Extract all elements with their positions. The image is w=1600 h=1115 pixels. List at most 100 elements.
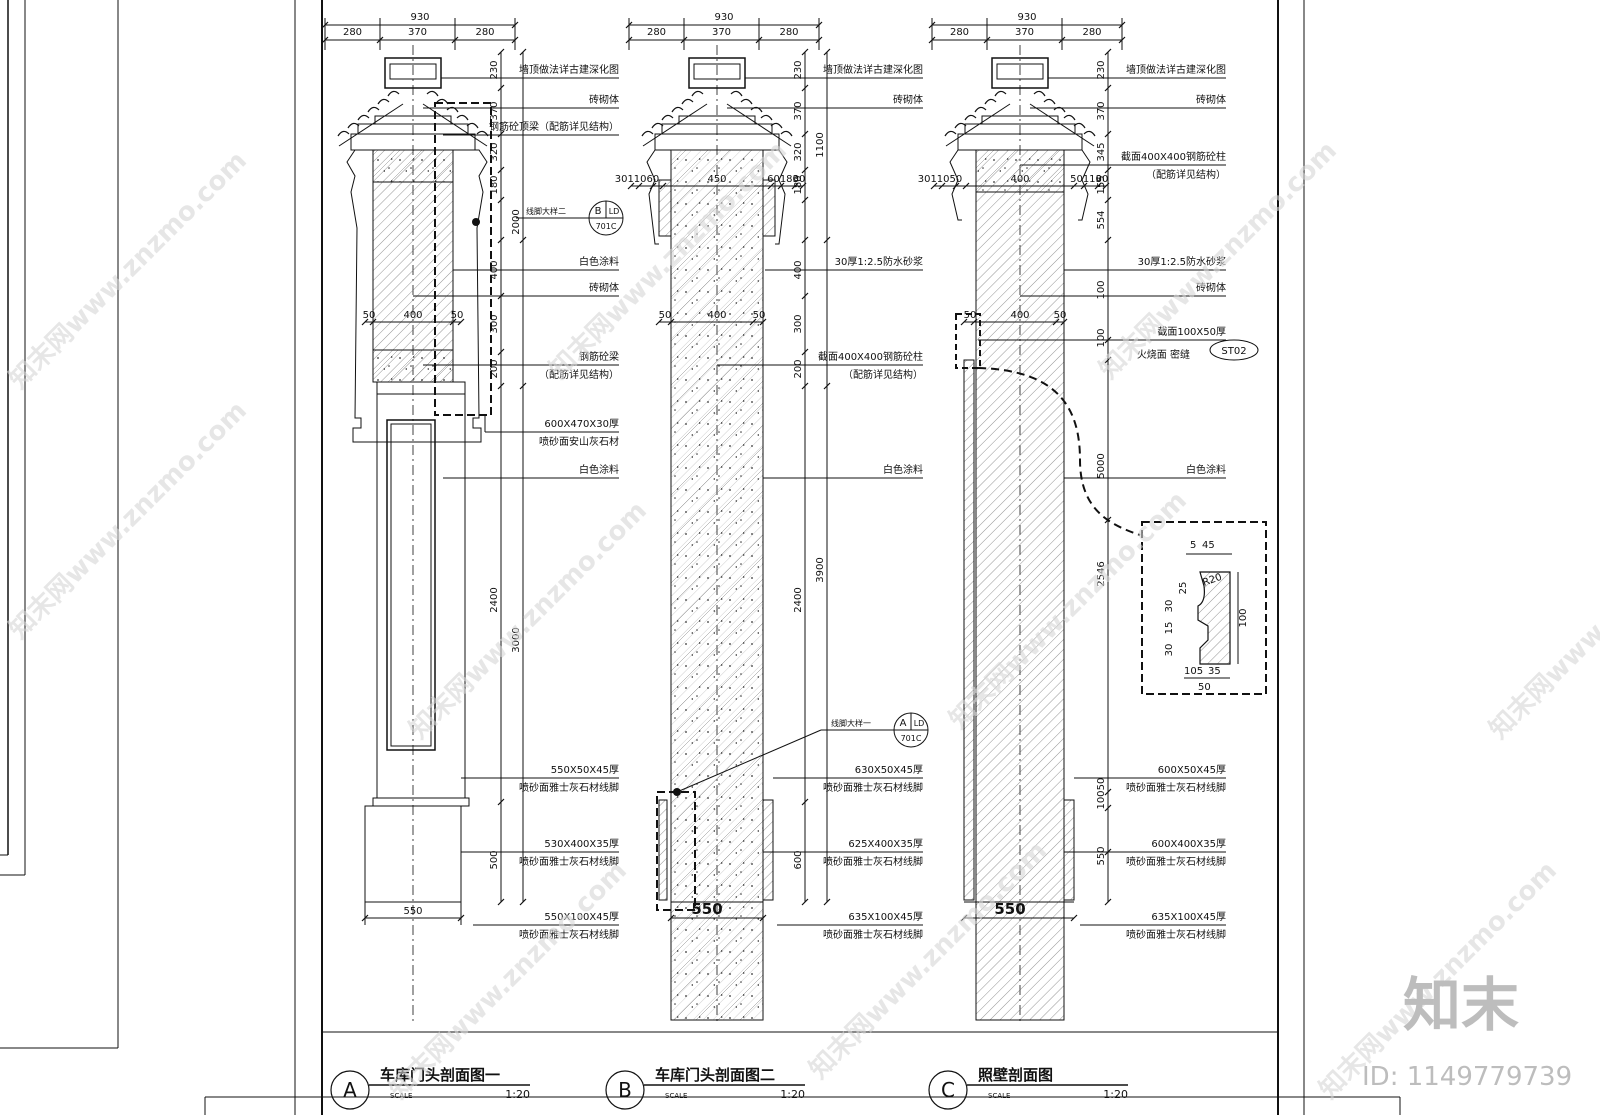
scale-label: SCALE bbox=[665, 1092, 687, 1100]
dim-tick bbox=[497, 84, 505, 92]
dim-tick bbox=[823, 236, 831, 244]
note-text: 截面100X50厚 bbox=[1157, 325, 1226, 338]
note-text: 喷砂面雅士灰石材线脚 bbox=[519, 928, 619, 941]
roof-tile bbox=[1073, 122, 1086, 129]
callout-code: LD bbox=[914, 719, 925, 728]
watermark-text: 知末网www.znzmo.com bbox=[1484, 496, 1600, 745]
base-band bbox=[376, 381, 466, 395]
dim-tick bbox=[938, 182, 946, 190]
dim-tick bbox=[801, 130, 809, 138]
dim-label: 100 bbox=[1096, 328, 1107, 347]
dim-tick bbox=[497, 166, 505, 174]
section-title: 车库门头剖面图二 bbox=[655, 1066, 775, 1084]
dim-label: 400 bbox=[1010, 174, 1029, 185]
dim-label: 500 bbox=[489, 850, 500, 869]
dim-label: 554 bbox=[1096, 210, 1107, 229]
roof-tile bbox=[691, 90, 704, 97]
detail-dim: 25 bbox=[1178, 582, 1189, 595]
dim-tick bbox=[659, 182, 667, 190]
dim-label: 400 bbox=[403, 310, 422, 321]
roof-tile bbox=[347, 122, 360, 129]
note-text: 墙顶做法详古建深化图 bbox=[1126, 63, 1226, 76]
dim-tick bbox=[655, 318, 663, 326]
detail-box bbox=[1141, 521, 1267, 695]
dim-label: 370 bbox=[793, 101, 804, 120]
dim-label: 180 bbox=[489, 175, 500, 194]
dim-label-total: 930 bbox=[1017, 12, 1036, 23]
title-letter: B bbox=[618, 1078, 632, 1102]
column-profile bbox=[346, 149, 488, 443]
note-text: 630X50X45厚 bbox=[855, 764, 923, 776]
brand-id: ID: 1149779739 bbox=[1362, 1062, 1572, 1092]
dim-label: 30 bbox=[1096, 174, 1109, 185]
dim-label: 50 bbox=[363, 310, 376, 321]
note-text: 635X100X45厚 bbox=[1151, 911, 1226, 923]
dim-tick bbox=[801, 292, 809, 300]
coping-box-inner bbox=[996, 63, 1044, 80]
callout-sheet: 701C bbox=[901, 734, 922, 743]
dim-label: 345 bbox=[1096, 142, 1107, 161]
note-text: 550X50X45厚 bbox=[551, 764, 619, 776]
note-text: 截面400X400钢筋砼柱 bbox=[1121, 150, 1226, 163]
dim-tick bbox=[1104, 804, 1112, 812]
dim-label: 600 bbox=[793, 850, 804, 869]
dim-tick bbox=[1070, 914, 1078, 922]
dim-tick bbox=[519, 382, 527, 390]
note-text: 火烧面 密缝 bbox=[1137, 348, 1190, 361]
note-text: 喷砂面雅士灰石材线脚 bbox=[519, 781, 619, 794]
callout-leader bbox=[676, 729, 822, 793]
dim-tick bbox=[801, 196, 809, 204]
dim-tick bbox=[497, 196, 505, 204]
watermark-text: 知末网www.znzmo.com bbox=[4, 146, 253, 395]
dim-label: 1100 bbox=[815, 132, 826, 157]
note-text: 喷砂面雅士灰石材线脚 bbox=[823, 781, 923, 794]
dim-tick bbox=[759, 318, 767, 326]
note-text: 530X400X35厚 bbox=[544, 838, 619, 850]
dim-label: 50 bbox=[1054, 310, 1067, 321]
note-text: 白色涂料 bbox=[579, 463, 619, 476]
note-text: （配筋详见结构） bbox=[539, 368, 619, 381]
dim-tick bbox=[970, 318, 978, 326]
dim-label: 370 bbox=[1096, 101, 1107, 120]
dim-label: 370 bbox=[712, 27, 731, 38]
dim-tick bbox=[635, 182, 643, 190]
dim-tick bbox=[962, 182, 970, 190]
dim-tick bbox=[1104, 84, 1112, 92]
roof-eave bbox=[422, 103, 488, 147]
detail-callout-box bbox=[434, 102, 492, 416]
dim-label: 50 bbox=[1096, 778, 1107, 791]
dim-tick bbox=[801, 348, 809, 356]
dim-tick bbox=[960, 914, 968, 922]
dim-label: 450 bbox=[707, 174, 726, 185]
roof-tile bbox=[780, 130, 793, 137]
dim-tick bbox=[497, 130, 505, 138]
brand-logo-text: 知末 bbox=[1403, 971, 1519, 1039]
beam bbox=[372, 349, 454, 383]
scale-value: 1:20 bbox=[780, 1088, 805, 1101]
dim-tick bbox=[928, 21, 936, 29]
callout-dot bbox=[472, 218, 480, 226]
dim-tick bbox=[767, 182, 775, 190]
detail-dim: 5 bbox=[1190, 540, 1196, 551]
note-text: 600X470X30厚 bbox=[544, 418, 619, 430]
dim-tick bbox=[930, 182, 938, 190]
mortar-left bbox=[658, 179, 672, 237]
dim-label: 50 bbox=[964, 310, 977, 321]
dim-label: 370 bbox=[489, 101, 500, 120]
dim-tick bbox=[667, 914, 675, 922]
dim-tick bbox=[1104, 516, 1112, 524]
stone-panel-inner bbox=[390, 423, 432, 747]
scale-value: 1:20 bbox=[1103, 1088, 1128, 1101]
section-title: 车库门头剖面图一 bbox=[380, 1066, 500, 1084]
mortar-right bbox=[762, 179, 776, 237]
sheet-frame bbox=[0, 0, 1401, 1115]
title-letter: A bbox=[343, 1078, 357, 1102]
dim-label: 300 bbox=[793, 314, 804, 333]
dim-tick bbox=[497, 236, 505, 244]
note-text: 喷砂面雅士灰石材线脚 bbox=[823, 928, 923, 941]
title-circle bbox=[605, 1070, 645, 1110]
dim-label: 2000 bbox=[511, 209, 522, 234]
